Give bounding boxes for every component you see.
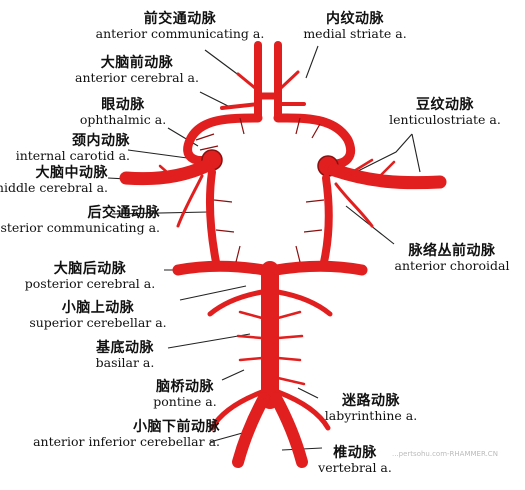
label-superior-cerebellar: 小脑上动脉 superior cerebellar a.	[6, 301, 190, 329]
label-en: anterior inferior cerebellar a.	[33, 433, 220, 449]
posterior-cerebral-artery-right	[270, 260, 368, 276]
label-lenticulostriate: 豆纹动脉 lenticulostriate a.	[370, 98, 520, 126]
pontine-left-2	[236, 334, 264, 340]
leader-lentic-2	[411, 133, 421, 173]
label-en: anterior communicating a.	[95, 25, 265, 41]
label-en: medial striate a.	[303, 25, 407, 41]
leader-basilar	[167, 333, 251, 349]
pontine-right-1	[276, 310, 302, 320]
label-cn: 椎动脉	[333, 445, 377, 461]
label-en: basilar a.	[95, 354, 155, 370]
label-en: superior cerebellar a.	[29, 314, 167, 330]
label-en: posterior communicating a.	[0, 219, 160, 235]
anterior-choroidal-right	[334, 182, 374, 228]
label-en: lenticulostriate a.	[389, 111, 501, 127]
circle-upper-left	[183, 113, 263, 165]
label-cn: 豆纹动脉	[416, 97, 474, 113]
label-vertebral: 椎动脉 vertebral a.	[300, 446, 410, 474]
label-posterior-communicating: 后交通动脉 posterior communicating a.	[0, 206, 160, 234]
label-anterior-choroidal: 脉络丛前动脉 anterior choroidal	[382, 244, 522, 272]
leader-labyr	[297, 387, 319, 399]
label-ophthalmic: 眼动脉 ophthalmic a.	[68, 98, 178, 126]
label-en: posterior cerebral a.	[24, 275, 156, 291]
superior-cerebellar-left	[207, 289, 265, 317]
label-labyrinthine: 迷路动脉 labyrinthine a.	[316, 394, 426, 422]
label-en: internal carotid a.	[15, 147, 130, 163]
leader-aca	[199, 91, 233, 109]
label-en: ophthalmic a.	[79, 111, 167, 127]
lenticulostriate-left-1	[158, 164, 178, 182]
label-en: labyrinthine a.	[324, 407, 418, 423]
posterior-cerebral-artery-left	[172, 260, 270, 276]
label-cn: 大脑中动脉	[35, 165, 108, 181]
label-middle-cerebral: 大脑中动脉 middle cerebral a.	[0, 166, 108, 194]
vertebral-artery-right	[270, 392, 308, 468]
medial-striate-branch-right	[279, 70, 300, 90]
anterior-choroidal-left	[176, 174, 204, 228]
leader-sca	[179, 285, 247, 301]
aica-left	[209, 389, 265, 431]
posterior-communicating-right	[320, 174, 333, 266]
vertebral-artery-left	[232, 392, 270, 468]
label-en: vertebral a.	[318, 459, 392, 475]
lenticulostriate-right-1	[344, 158, 374, 178]
pontine-left-1	[238, 310, 264, 320]
label-cn: 大脑后动脉	[53, 261, 127, 277]
label-cn: 内纹动脉	[326, 11, 384, 27]
label-cn: 迷路动脉	[342, 393, 400, 409]
superior-cerebellar-right	[275, 289, 333, 317]
label-pontine: 脑桥动脉 pontine a.	[140, 380, 230, 408]
aca-branch-left	[220, 102, 260, 110]
label-en: anterior cerebral a.	[75, 69, 199, 85]
label-posterior-cerebral: 大脑后动脉 posterior cerebral a.	[10, 262, 170, 290]
label-anterior-communicating: 前交通动脉 anterior communicating a.	[60, 12, 300, 40]
label-cn: 眼动脉	[101, 97, 145, 113]
arteries	[119, 41, 447, 468]
labyrinthine-right	[276, 376, 306, 386]
label-anterior-cerebral: 大脑前动脉 anterior cerebral a.	[62, 56, 212, 84]
leader-medstr	[305, 45, 319, 79]
label-cn: 脑桥动脉	[156, 379, 214, 395]
label-cn: 前交通动脉	[143, 11, 217, 27]
pontine-right-2	[276, 334, 304, 340]
label-cn: 大脑前动脉	[100, 55, 174, 71]
label-basilar: 基底动脉 basilar a.	[80, 341, 170, 369]
middle-cerebral-artery-left	[119, 159, 213, 186]
medial-striate-branch-left	[236, 72, 257, 90]
label-cn: 颈内动脉	[72, 133, 130, 149]
leader-aica	[209, 431, 247, 443]
middle-cerebral-artery-right	[327, 163, 447, 190]
label-cn: 脉络丛前动脉	[408, 243, 496, 259]
label-en: middle cerebral a.	[0, 179, 108, 195]
leader-lentic	[347, 133, 413, 177]
label-cn: 基底动脉	[96, 340, 154, 356]
pontine-left-3	[238, 356, 264, 362]
label-medial-striate: 内纹动脉 medial striate a.	[290, 12, 420, 40]
leader-pontine	[221, 369, 245, 381]
lenticulostriate-right-2	[372, 160, 396, 184]
pontine-right-3	[276, 356, 302, 362]
label-cn: 小脑上动脉	[61, 300, 135, 316]
label-cn: 小脑下前动脉	[133, 419, 220, 435]
label-anterior-inferior-cerebellar: 小脑下前动脉 anterior inferior cerebellar a.	[0, 420, 220, 448]
label-cn: 后交通动脉	[87, 205, 160, 221]
circle-upper-right	[273, 113, 356, 169]
label-en: pontine a.	[153, 393, 217, 409]
leader-pcomm	[111, 211, 209, 215]
watermark-text: ...pertsohu.com-RHAMMER.CN	[392, 450, 498, 458]
aica-right	[275, 389, 331, 431]
label-internal-carotid: 颈内动脉 internal carotid a.	[0, 134, 130, 162]
posterior-communicating-left	[205, 168, 220, 266]
small-branches	[195, 117, 325, 263]
label-en: anterior choroidal	[394, 257, 510, 273]
